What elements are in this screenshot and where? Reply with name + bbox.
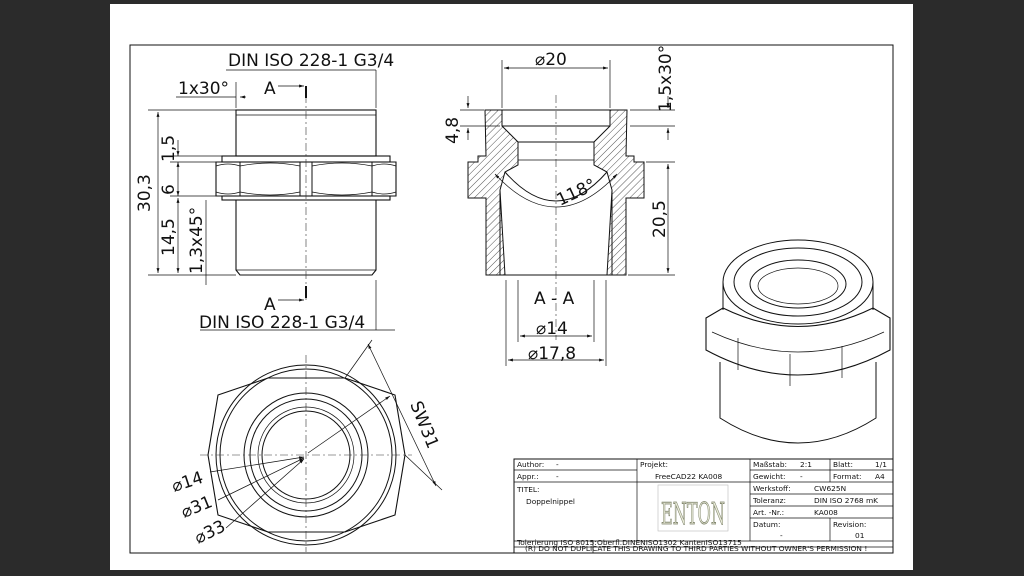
datum-value: - [780, 531, 783, 540]
top-view [200, 339, 443, 552]
massstab-label: Maßstab: [753, 460, 787, 469]
depth-label: 4,8 [443, 117, 463, 144]
revision-label: Revision: [833, 520, 866, 529]
artnr-value: KA008 [814, 508, 838, 517]
tolerierung-text: Tolerierung ISO 8015: [516, 538, 597, 547]
massstab-value: 2:1 [800, 460, 812, 469]
gewicht-label: Gewicht: [753, 472, 786, 481]
section-view [460, 60, 675, 366]
projekt-label: Projekt: [640, 460, 668, 469]
dia-top-label: ⌀20 [535, 50, 567, 70]
height-total-label: 30,3 [135, 174, 155, 212]
angle-label: 118° [554, 175, 600, 210]
toleranz-label: Toleranz: [752, 496, 786, 505]
dia-outer-label: ⌀17,8 [528, 344, 576, 364]
copyright-text: (R) DO NOT DUPLICATE THIS DRAWING TO THI… [525, 544, 867, 553]
height-collar-label: 1,5 [159, 135, 179, 162]
artnr-label: Art. -Nr.: [753, 508, 784, 517]
dia-14-label: ⌀14 [169, 468, 205, 497]
format-label: Format: [833, 472, 862, 481]
isometric-view [705, 239, 891, 444]
drawing-sheet: DIN ISO 228-1 G3/4 1x30° A A DIN ISO 228… [110, 4, 913, 570]
appr-value: - [556, 472, 559, 481]
front-view [148, 69, 397, 331]
format-value: A4 [875, 472, 885, 481]
section-mark-a-bottom: A [264, 295, 276, 315]
height-hex-label: 6 [159, 184, 179, 195]
datum-label: Datum: [753, 520, 781, 529]
height-thread-label: 14,5 [159, 218, 179, 256]
blatt-value: 1/1 [875, 460, 887, 469]
drawing-frame [129, 44, 894, 554]
oberfl-text: Oberfl.DINENISO1302 KantenISO13715 [597, 538, 742, 547]
projekt-value: FreeCAD22 KA008 [655, 472, 723, 481]
section-mark-a-top: A [264, 79, 276, 99]
dia-inner-label: ⌀14 [536, 319, 568, 339]
thread-label-bottom: DIN ISO 228-1 G3/4 [199, 313, 365, 333]
titel-label: TITEL: [516, 485, 540, 494]
appr-label: Appr.: [517, 472, 539, 481]
revision-value: 01 [855, 531, 865, 540]
chamfer-bottom-label: 1,3x45° [187, 207, 207, 274]
chamfer-section-label: 1,5x30° [656, 45, 676, 112]
werkstoff-label: Werkstoff: [753, 484, 791, 493]
gewicht-value: - [800, 472, 803, 481]
svg-text:ENTON: ENTON [661, 497, 725, 532]
across-flats-label: SW31 [405, 398, 442, 451]
enton-logo: ENTON [657, 484, 729, 532]
author-label: Author: [517, 460, 544, 469]
thread-label-top: DIN ISO 228-1 G3/4 [228, 51, 394, 71]
werkstoff-value: CW625N [814, 484, 846, 493]
technical-drawing: DIN ISO 228-1 G3/4 1x30° A A DIN ISO 228… [129, 44, 894, 554]
dia-31-label: ⌀31 [178, 492, 215, 522]
section-label: A - A [534, 289, 575, 309]
chamfer-label: 1x30° [178, 79, 229, 99]
author-value: - [556, 460, 559, 469]
dia-33-label: ⌀33 [191, 517, 228, 549]
titel-value: Doppelnippel [526, 497, 575, 506]
toleranz-value: DIN ISO 2768 mK [814, 496, 878, 505]
blatt-label: Blatt: [833, 460, 853, 469]
height-section-label: 20,5 [650, 200, 670, 238]
